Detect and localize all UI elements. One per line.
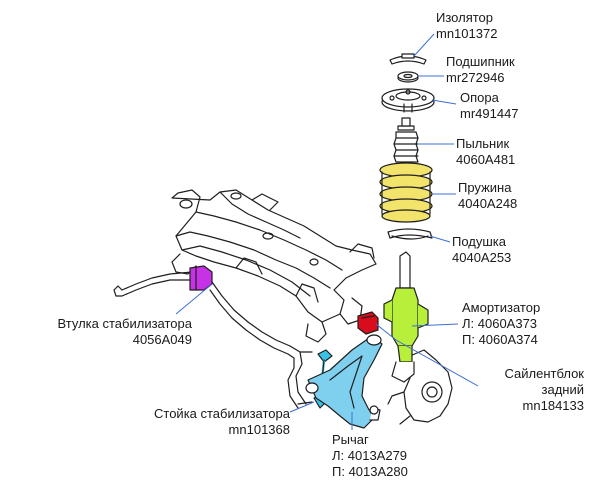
label-boot-code: 4060A481 (456, 152, 516, 167)
label-spring-name: Пружина (458, 180, 512, 195)
label-spring-code: 4040A248 (458, 196, 518, 211)
label-silentblock-name: Сайлентблок (504, 366, 585, 381)
label-boot-name: Пыльник (456, 136, 510, 151)
steering-knuckle (387, 349, 453, 425)
label-bearing-name: Подшипник (446, 54, 515, 69)
label-boot: Пыльник 4060A481 (456, 136, 515, 168)
label-arm-name: Рычаг (332, 432, 369, 447)
label-bearing-code: mr272946 (446, 70, 505, 85)
label-shock-name: Амортизатор (462, 300, 541, 315)
stabilizer-bar (113, 271, 307, 409)
label-arm-right: П: 4013A280 (332, 464, 408, 479)
dust-boot (393, 117, 419, 163)
label-mount: Опора mr491447 (460, 90, 519, 122)
shock-absorber (383, 251, 429, 383)
label-silentblock-code: mn184133 (522, 398, 584, 413)
label-shock: Амортизатор Л: 4060A373 П: 4060A374 (462, 300, 540, 348)
label-mount-code: mr491447 (460, 106, 519, 121)
label-stabilizer-link: Стойка стабилизатора mn101368 (124, 406, 290, 438)
label-silentblock: Сайлентблок задний mn184133 (480, 366, 585, 414)
label-stabilizer-bushing-code: 4056A049 (132, 332, 192, 347)
label-stabilizer-bushing: Втулка стабилизатора 4056A049 (24, 316, 192, 348)
strut-bearing (397, 71, 419, 83)
rear-silentblock (357, 311, 379, 335)
spring-pad (387, 228, 433, 240)
label-isolator: Изолятор mn101372 (436, 10, 497, 42)
label-pad-code: 4040A253 (452, 250, 512, 265)
label-bearing: Подшипник mr272946 (446, 54, 515, 86)
label-stabilizer-link-name: Стойка стабилизатора (154, 406, 290, 421)
label-silentblock-sub: задний (541, 382, 584, 397)
label-shock-left: Л: 4060A373 (462, 316, 538, 331)
label-pad-name: Подушка (452, 234, 507, 249)
strut-isolator (389, 53, 427, 65)
label-shock-right: П: 4060A374 (462, 332, 538, 347)
label-isolator-name: Изолятор (436, 10, 493, 25)
label-arm-left: Л: 4013A279 (332, 448, 408, 463)
label-isolator-code: mn101372 (436, 26, 498, 41)
label-arm: Рычаг Л: 4013A279 П: 4013A280 (332, 432, 408, 480)
subframe (171, 189, 377, 343)
coil-spring (379, 162, 433, 223)
leader-lines (175, 33, 479, 430)
label-stabilizer-link-code: mn101368 (228, 422, 290, 437)
lower-control-arm (305, 334, 383, 429)
label-mount-name: Опора (460, 90, 499, 105)
label-pad: Подушка 4040A253 (452, 234, 511, 266)
label-stabilizer-bushing-name: Втулка стабилизатора (57, 316, 192, 331)
strut-mount (381, 88, 435, 113)
label-spring: Пружина 4040A248 (458, 180, 517, 212)
